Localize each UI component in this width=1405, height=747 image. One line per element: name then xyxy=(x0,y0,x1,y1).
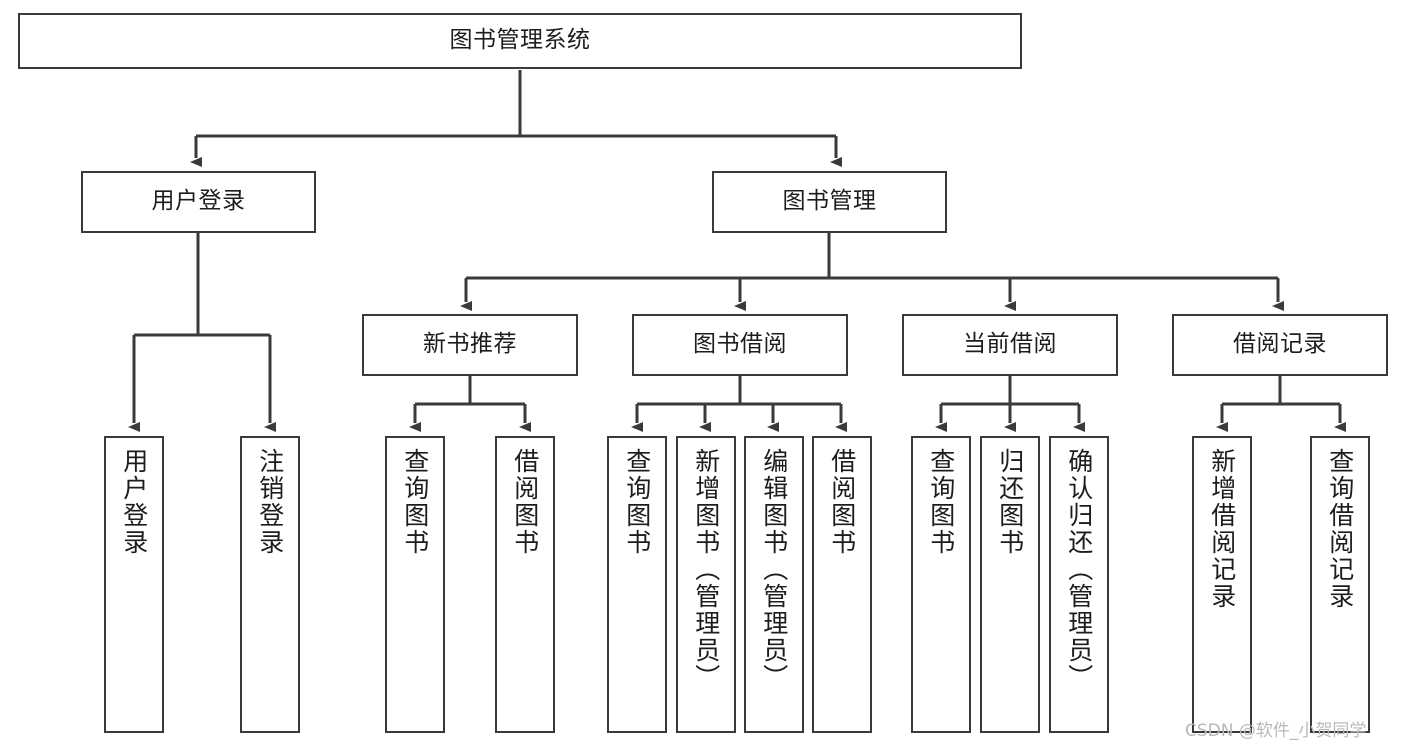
node-current-borrow[interactable]: 当前借阅 xyxy=(902,314,1118,376)
csdn-watermark: CSDN @软件_小贺同学 xyxy=(1185,721,1367,741)
node-label: 新增图书（管理员） xyxy=(691,448,721,691)
node-label: 新书推荐 xyxy=(423,331,517,358)
node-label: 查询图书 xyxy=(400,448,430,556)
leaf-query-borrow-record[interactable]: 查询借阅记录 xyxy=(1310,436,1370,733)
leaf-add-borrow-record[interactable]: 新增借阅记录 xyxy=(1192,436,1252,733)
node-user-login[interactable]: 用户登录 xyxy=(81,171,316,233)
leaf-user-logout[interactable]: 注销登录 xyxy=(240,436,300,733)
node-label: 注销登录 xyxy=(255,448,285,556)
node-label: 图书管理系统 xyxy=(449,27,591,54)
node-label: 图书借阅 xyxy=(693,331,787,358)
node-label: 编辑图书（管理员） xyxy=(759,448,789,691)
node-label: 查询图书 xyxy=(622,448,652,556)
node-label: 用户登录 xyxy=(151,188,246,215)
node-label: 借阅图书 xyxy=(510,448,540,556)
node-book-management[interactable]: 图书管理 xyxy=(712,171,947,233)
leaf-query-book-current[interactable]: 查询图书 xyxy=(911,436,971,733)
leaf-borrow-book[interactable]: 借阅图书 xyxy=(812,436,872,733)
node-label: 借阅图书 xyxy=(827,448,857,556)
leaf-user-login[interactable]: 用户登录 xyxy=(104,436,164,733)
node-label: 确认归还（管理员） xyxy=(1064,448,1094,691)
node-label: 查询借阅记录 xyxy=(1325,448,1355,610)
node-label: 借阅记录 xyxy=(1233,331,1327,358)
node-borrow-record[interactable]: 借阅记录 xyxy=(1172,314,1388,376)
node-label: 当前借阅 xyxy=(963,331,1057,358)
node-label: 图书管理 xyxy=(782,188,877,215)
leaf-return-book[interactable]: 归还图书 xyxy=(980,436,1040,733)
leaf-query-book-borrow[interactable]: 查询图书 xyxy=(607,436,667,733)
leaf-query-book-recommend[interactable]: 查询图书 xyxy=(385,436,445,733)
node-label: 用户登录 xyxy=(119,448,149,556)
leaf-edit-book-admin[interactable]: 编辑图书（管理员） xyxy=(744,436,804,733)
node-root-system[interactable]: 图书管理系统 xyxy=(18,13,1022,69)
node-new-book-recommend[interactable]: 新书推荐 xyxy=(362,314,578,376)
node-label: 查询图书 xyxy=(926,448,956,556)
node-label: 新增借阅记录 xyxy=(1207,448,1237,610)
leaf-confirm-return-admin[interactable]: 确认归还（管理员） xyxy=(1049,436,1109,733)
leaf-borrow-book-recommend[interactable]: 借阅图书 xyxy=(495,436,555,733)
node-label: 归还图书 xyxy=(995,448,1025,556)
leaf-add-book-admin[interactable]: 新增图书（管理员） xyxy=(676,436,736,733)
node-book-borrow[interactable]: 图书借阅 xyxy=(632,314,848,376)
